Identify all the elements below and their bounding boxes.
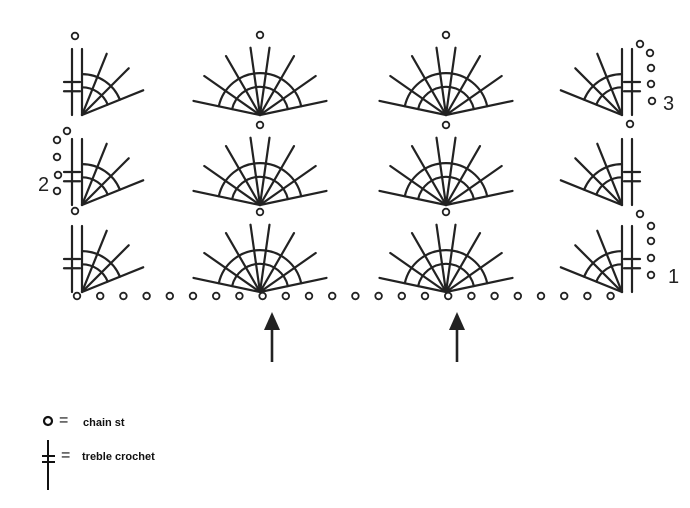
treble-crochet bbox=[62, 47, 82, 117]
treble-crochet bbox=[622, 137, 642, 207]
chain-stitch bbox=[328, 291, 337, 301]
chain-stitch bbox=[304, 291, 314, 301]
half-fan-left-1 bbox=[80, 224, 145, 294]
chain-stitch bbox=[255, 30, 265, 40]
treble-fan-2 bbox=[192, 136, 328, 207]
equals-sign: = bbox=[59, 412, 68, 429]
chain-stitch bbox=[536, 291, 546, 301]
chain-stitch bbox=[165, 291, 174, 301]
chain-stitch bbox=[52, 135, 62, 145]
chain-stitch bbox=[645, 48, 655, 58]
legend-treble-label: treble crochet bbox=[82, 451, 155, 463]
row-label-2: 2 bbox=[38, 174, 49, 196]
chain-stitch bbox=[255, 207, 265, 217]
chain-stitch-icon bbox=[42, 415, 54, 427]
half-fan-left-3 bbox=[80, 47, 145, 117]
chain-stitch bbox=[635, 39, 645, 49]
chain-stitch bbox=[119, 291, 128, 301]
legend-chain-label: chain st bbox=[83, 417, 125, 429]
chain-stitch bbox=[513, 291, 522, 301]
chain-stitch bbox=[560, 291, 569, 301]
chain-stitch bbox=[606, 291, 615, 301]
treble-fan-1 bbox=[192, 223, 328, 294]
treble-crochet bbox=[622, 47, 642, 117]
row-label-3: 3 bbox=[663, 93, 674, 115]
equals-sign: = bbox=[61, 447, 70, 464]
chain-stitch bbox=[211, 291, 221, 301]
chain-stitch bbox=[625, 119, 635, 129]
stitch-symbols bbox=[52, 30, 657, 301]
chain-stitch bbox=[235, 291, 244, 301]
chain-stitch bbox=[647, 96, 657, 106]
chain-stitch bbox=[646, 236, 656, 246]
chain-stitch bbox=[397, 291, 406, 301]
treble-crochet bbox=[62, 224, 82, 294]
chain-stitch bbox=[646, 270, 656, 280]
chain-stitch bbox=[53, 170, 63, 180]
half-fan-right-3 bbox=[559, 47, 624, 117]
row-labels: 1 2 3 bbox=[38, 93, 679, 288]
chain-stitch bbox=[351, 291, 360, 301]
chain-stitch bbox=[52, 152, 62, 162]
legend-treble-row: = treble crochet bbox=[42, 440, 155, 490]
treble-fan-2 bbox=[378, 136, 514, 207]
chain-stitch bbox=[70, 206, 80, 216]
chain-stitch bbox=[420, 291, 430, 301]
chain-stitch bbox=[62, 126, 72, 136]
treble-fan-1 bbox=[378, 223, 514, 294]
legend-chain-row: = chain st bbox=[42, 412, 125, 429]
chain-stitch bbox=[281, 291, 290, 301]
legend: = chain st = treble crochet bbox=[42, 412, 155, 490]
treble-fan-3 bbox=[192, 46, 328, 117]
chain-stitch bbox=[441, 120, 451, 130]
chain-stitch bbox=[467, 291, 476, 301]
chain-stitch bbox=[441, 207, 451, 217]
chain-stitch bbox=[142, 291, 151, 301]
chain-stitch bbox=[490, 291, 499, 301]
chain-stitch bbox=[188, 291, 198, 301]
chain-stitch bbox=[646, 79, 656, 89]
half-fan-right-2 bbox=[559, 137, 624, 207]
chain-stitch bbox=[258, 291, 267, 301]
chain-stitch bbox=[583, 291, 592, 301]
chain-stitch bbox=[646, 63, 656, 73]
chain-stitch bbox=[444, 291, 453, 301]
treble-crochet bbox=[622, 224, 642, 294]
chain-stitch bbox=[374, 291, 383, 301]
chain-stitch bbox=[646, 253, 656, 263]
half-fan-left-2 bbox=[80, 137, 145, 207]
treble-crochet bbox=[62, 137, 82, 207]
treble-crochet-icon bbox=[42, 440, 55, 490]
chain-stitch bbox=[72, 291, 82, 301]
chain-stitch bbox=[255, 120, 265, 130]
chain-stitch bbox=[646, 221, 656, 231]
chain-stitch bbox=[441, 30, 451, 40]
chain-stitch bbox=[635, 209, 645, 219]
chain-stitch bbox=[95, 291, 105, 301]
chain-stitch bbox=[70, 31, 80, 41]
chain-stitch bbox=[52, 186, 62, 196]
treble-fan-3 bbox=[378, 46, 514, 117]
row-label-1: 1 bbox=[668, 266, 679, 288]
repeat-arrow bbox=[449, 312, 465, 362]
repeat-arrow bbox=[264, 312, 280, 362]
half-fan-right-1 bbox=[559, 224, 624, 294]
